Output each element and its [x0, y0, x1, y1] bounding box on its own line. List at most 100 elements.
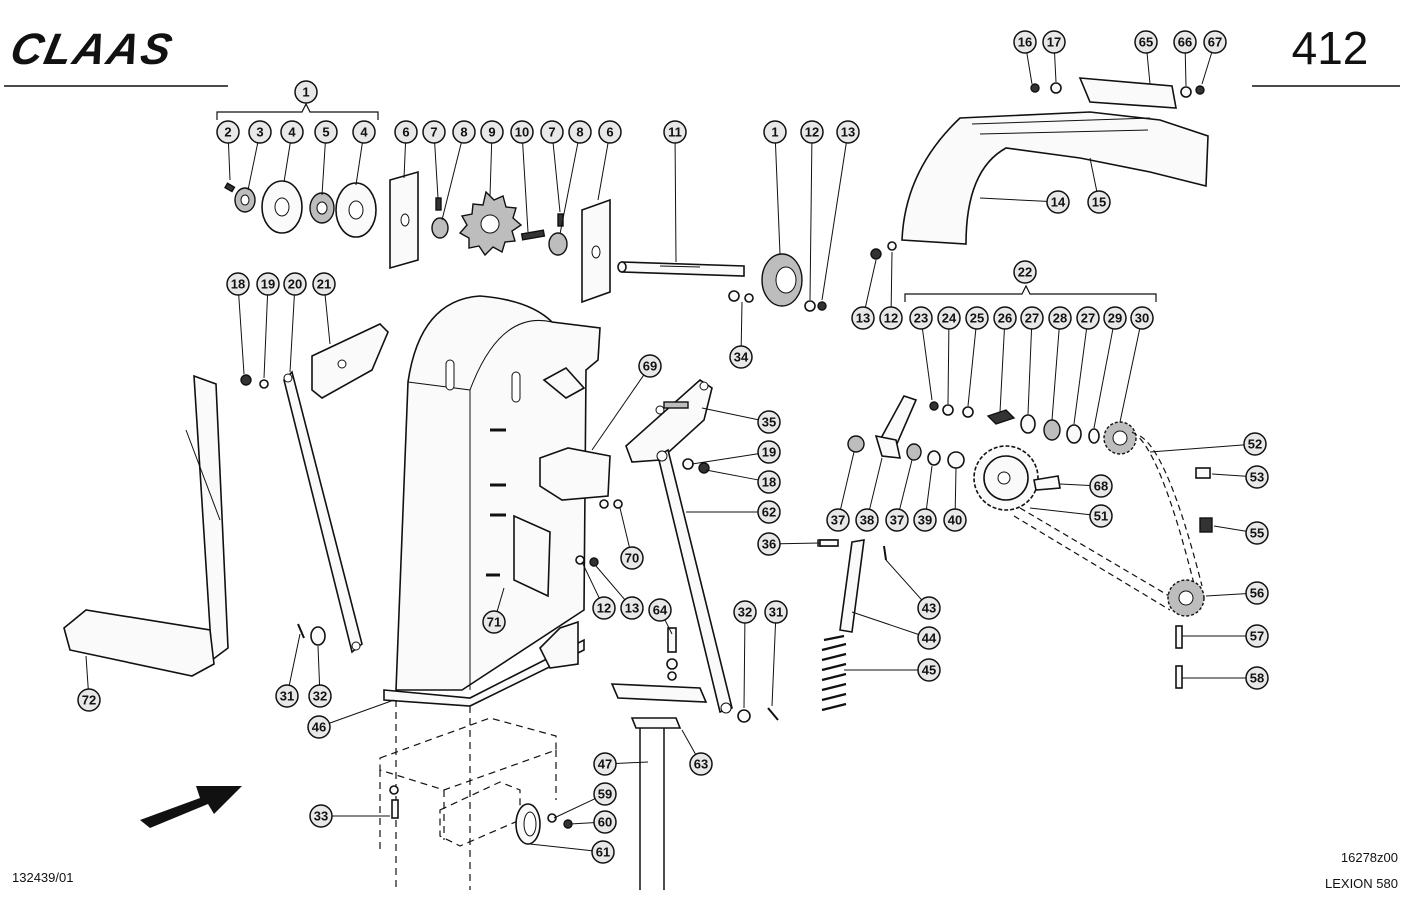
callout-label: 46 — [312, 720, 326, 735]
bracket-69 — [539, 366, 623, 509]
callout-label: 36 — [762, 537, 776, 552]
callout-label: 6 — [606, 125, 613, 140]
leader-16 — [1026, 52, 1033, 85]
leader-40 — [954, 467, 957, 510]
callout-circle — [913, 508, 937, 532]
callout-circle — [598, 120, 622, 144]
callout-label: 40 — [948, 513, 962, 528]
callout-label: 26 — [998, 311, 1012, 326]
chain-link-53 — [1195, 467, 1211, 479]
callout-label: 13 — [841, 125, 855, 140]
callout-7: 7 — [540, 120, 564, 144]
callout-label: 24 — [942, 311, 957, 326]
callout-52: 52 — [1243, 432, 1267, 456]
callout-label: 69 — [643, 359, 657, 374]
callout-label: 31 — [280, 689, 294, 704]
callout-circle — [879, 306, 903, 330]
callout-11: 11 — [663, 120, 687, 144]
leader-60 — [569, 822, 595, 825]
callout-circle — [851, 306, 875, 330]
callout-6: 6 — [394, 120, 418, 144]
callout-1: 1 — [763, 120, 787, 144]
leader-24 — [947, 328, 950, 405]
callout-12: 12 — [879, 306, 903, 330]
callout-label: 68 — [1094, 479, 1108, 494]
callout-27: 27 — [1076, 306, 1100, 330]
callout-label: 52 — [1248, 437, 1262, 452]
callout-circle — [1203, 30, 1227, 54]
leader-26 — [999, 328, 1005, 413]
cotter-31-left — [297, 623, 305, 639]
callout-30: 30 — [1130, 306, 1154, 330]
lower-housing-dashed — [379, 700, 573, 890]
callout-circle — [1042, 30, 1066, 54]
callout-label: 19 — [762, 445, 776, 460]
callout-12: 12 — [592, 596, 616, 620]
callout-61: 61 — [591, 840, 615, 864]
callout-12: 12 — [800, 120, 824, 144]
callout-label: 8 — [460, 125, 467, 140]
callout-circle — [312, 272, 336, 296]
callout-45: 45 — [917, 658, 941, 682]
collar-left — [431, 217, 449, 239]
callout-circle — [965, 306, 989, 330]
callout-58: 58 — [1245, 666, 1269, 690]
bearing-unit-1 — [728, 253, 827, 312]
callout-label: 39 — [918, 513, 932, 528]
callout-circle — [280, 120, 304, 144]
callout-circle — [757, 532, 781, 556]
direction-arrow — [140, 786, 242, 828]
leader-9 — [489, 142, 493, 197]
callout-label: 6 — [402, 125, 409, 140]
callout-circle — [593, 752, 617, 776]
callout-31: 31 — [275, 684, 299, 708]
callout-circle — [764, 600, 788, 624]
callout-circle — [1245, 521, 1269, 545]
leader-38 — [869, 457, 883, 510]
pin-58 — [1175, 665, 1183, 689]
callout-label: 37 — [890, 513, 904, 528]
leader-8 — [441, 142, 462, 221]
callout-label: 18 — [762, 475, 776, 490]
callout-56: 56 — [1245, 581, 1269, 605]
callout-label: 20 — [288, 277, 302, 292]
chain-link-55 — [1199, 517, 1213, 533]
leader-55 — [1213, 525, 1247, 532]
callout-circle — [1089, 474, 1113, 498]
leader-35 — [701, 407, 759, 421]
leader-39 — [925, 465, 933, 510]
chain-52 — [1013, 431, 1203, 611]
callout-circle — [480, 120, 504, 144]
callout-circle — [226, 272, 250, 296]
callout-13: 13 — [836, 120, 860, 144]
callout-label: 66 — [1178, 35, 1192, 50]
collar-right — [548, 232, 568, 256]
nut-13-mid — [589, 557, 599, 567]
callout-circle — [638, 354, 662, 378]
callout-27: 27 — [1020, 306, 1044, 330]
callout-circle — [917, 626, 941, 650]
callout-circle — [757, 410, 781, 434]
callout-34: 34 — [729, 345, 753, 369]
leader-47 — [615, 761, 649, 764]
callout-circle — [733, 600, 757, 624]
callout-label: 12 — [884, 311, 898, 326]
callout-circle — [729, 345, 753, 369]
leader-32 — [743, 622, 746, 709]
callout-label: 1 — [302, 85, 309, 100]
callout-circle — [826, 508, 850, 532]
callout-circle — [1134, 30, 1158, 54]
callout-60: 60 — [593, 810, 617, 834]
leader-61 — [529, 843, 593, 852]
leader-31 — [288, 633, 301, 686]
callout-24: 24 — [937, 306, 961, 330]
callout-label: 14 — [1051, 195, 1066, 210]
callout-label: 51 — [1094, 509, 1108, 524]
leader-7 — [434, 142, 439, 199]
callout-18: 18 — [226, 272, 250, 296]
callout-circle — [620, 546, 644, 570]
callout-43: 43 — [917, 596, 941, 620]
callout-23: 23 — [909, 306, 933, 330]
callout-label: 43 — [922, 601, 936, 616]
leader-70 — [619, 507, 630, 548]
